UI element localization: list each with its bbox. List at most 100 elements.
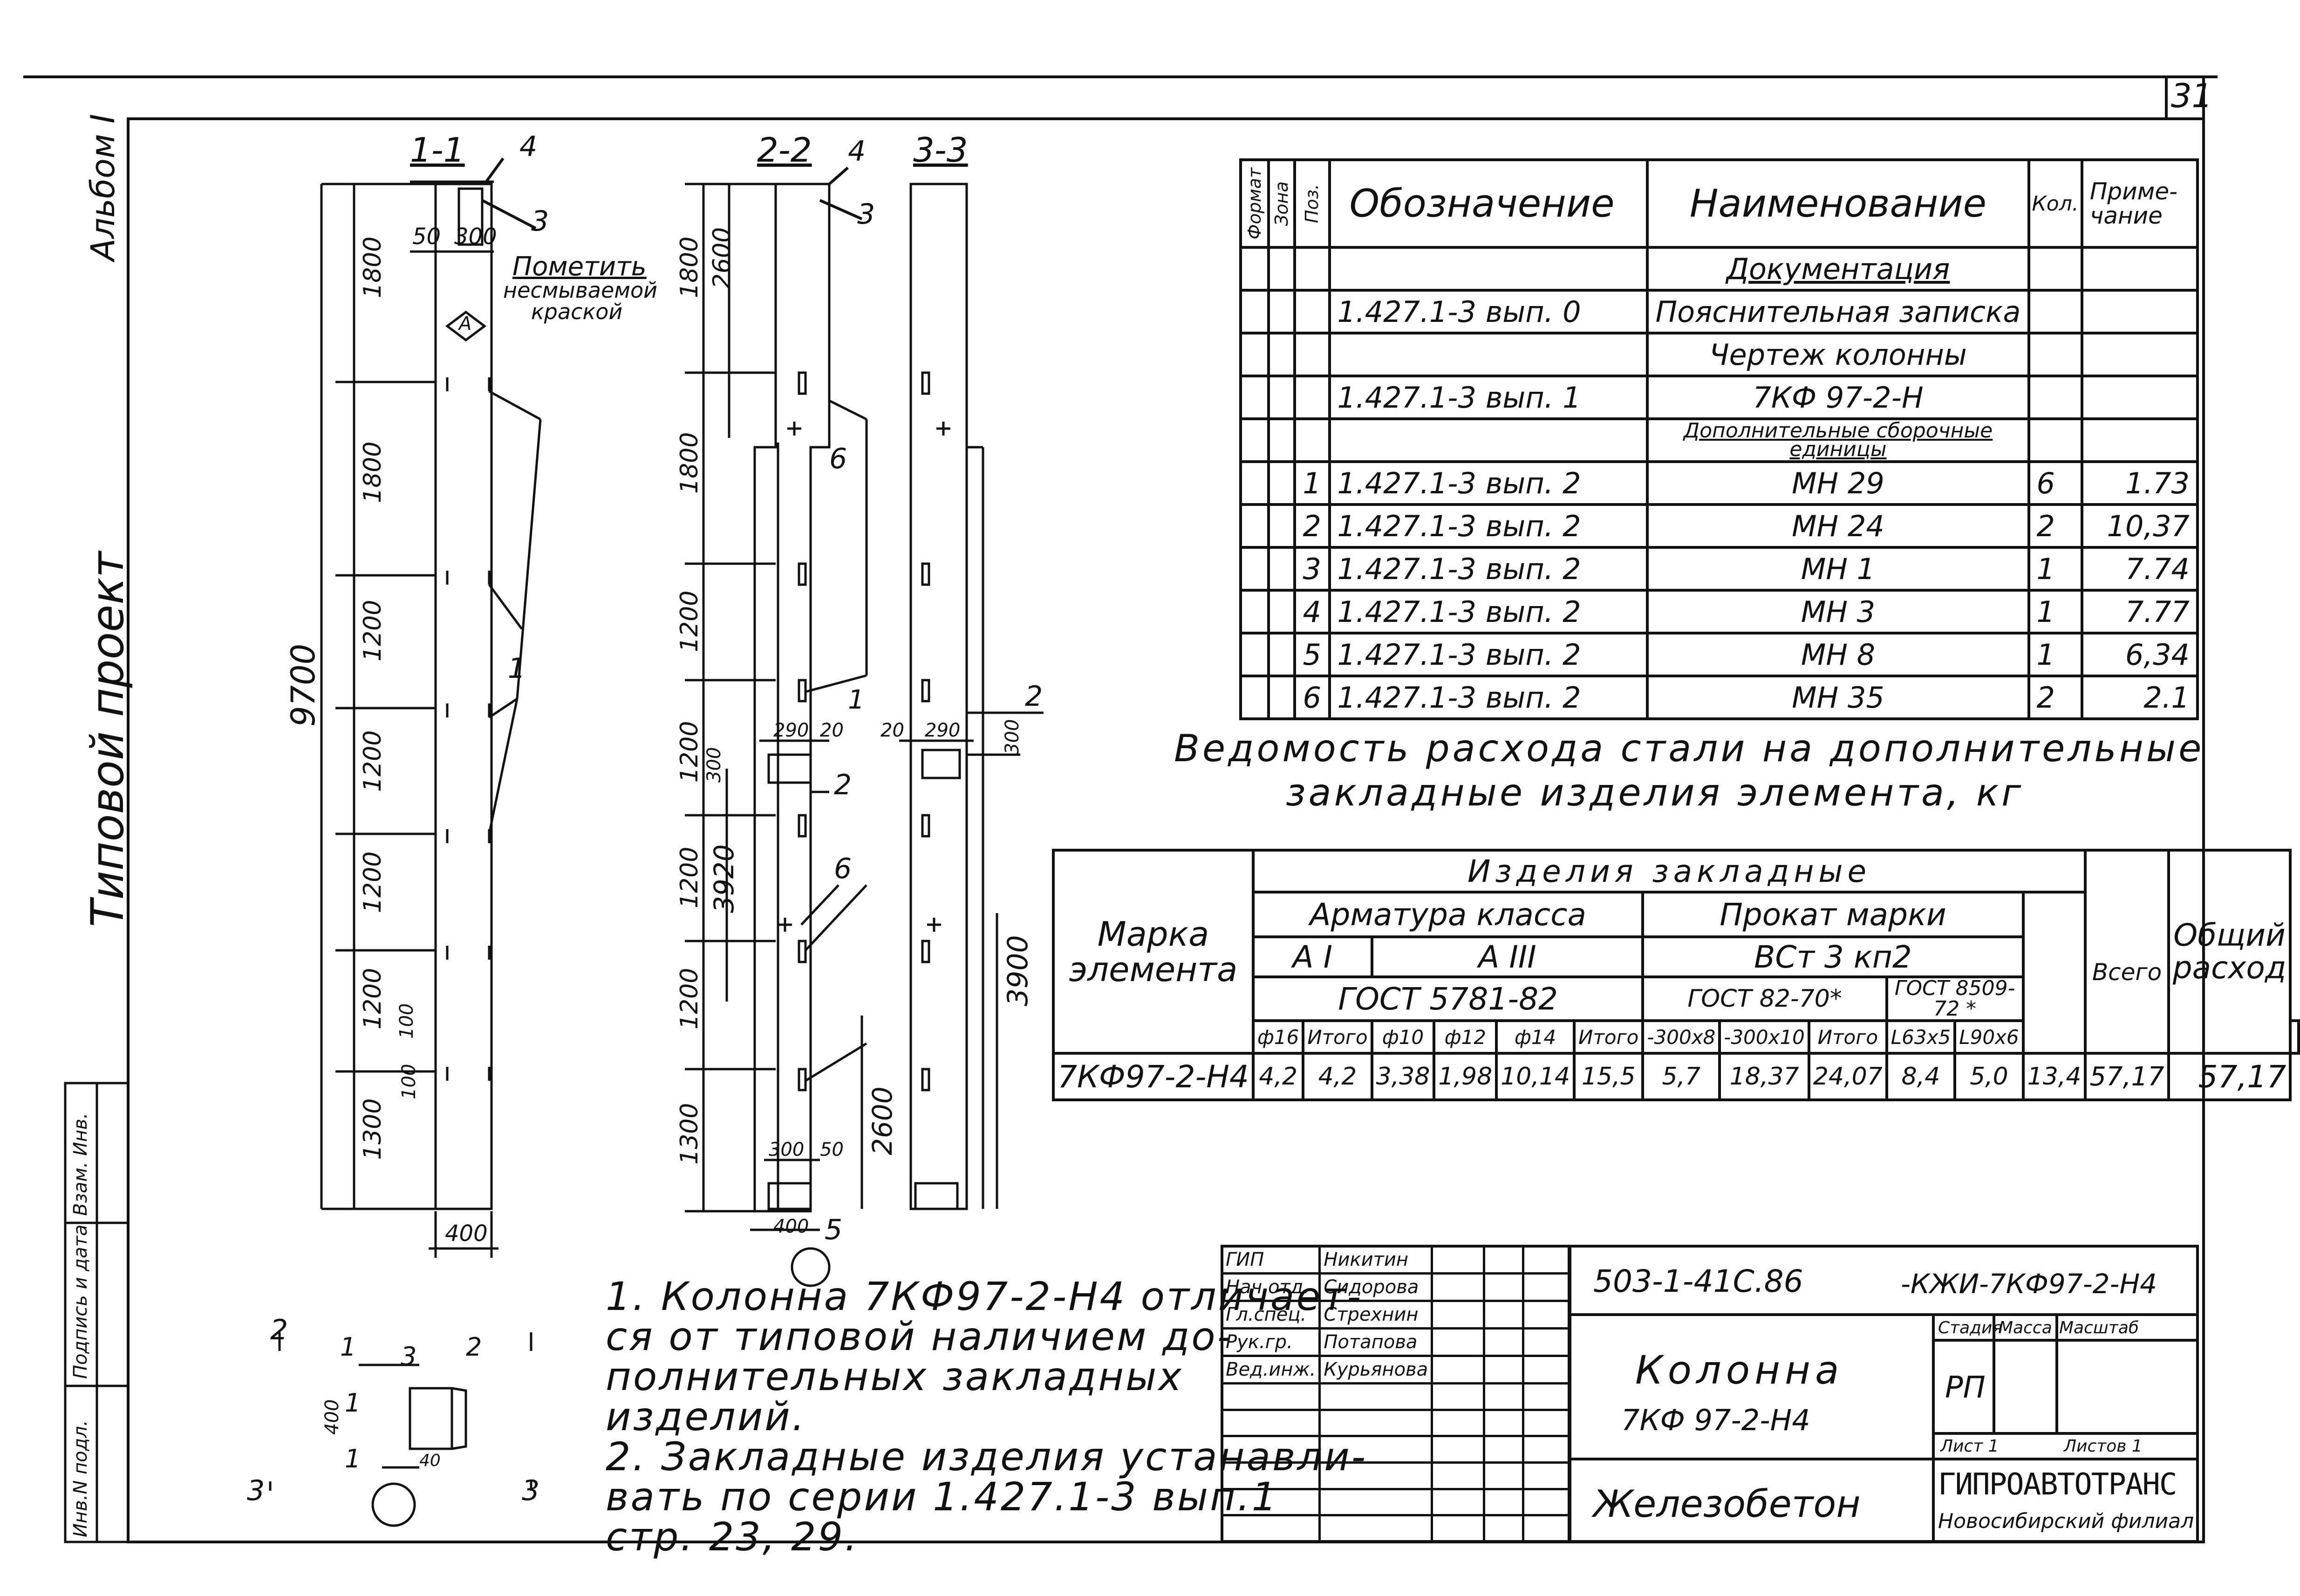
tb-role <box>1220 1408 1321 1438</box>
tb-person: Стрехнин <box>1318 1299 1433 1330</box>
tb-sign-cell <box>1431 1272 1486 1302</box>
spec-cell-pos <box>1293 417 1331 463</box>
spec-row: Чертеж колонны <box>1239 332 2199 377</box>
spec-cell-name: МН 29 <box>1646 460 2030 506</box>
spec-cell-name: МН 8 <box>1646 632 2030 677</box>
spec-cell-designation <box>1328 417 1649 463</box>
dim-small-100b: 100 <box>398 1064 420 1099</box>
spec-cell-note <box>2080 417 2199 463</box>
sec22-dim-2: 2600 <box>708 227 736 289</box>
steel-row-value: 1,98 <box>1433 1052 1498 1101</box>
pos-marker-3: 3 <box>531 205 549 238</box>
steel-row-value: 18,37 <box>1718 1052 1810 1101</box>
spec-cell-name: МН 24 <box>1646 503 2030 549</box>
spec-cell-format <box>1239 375 1270 420</box>
tb-sign-cell <box>1483 1514 1525 1543</box>
tb-person <box>1318 1435 1433 1464</box>
spec-cell-note: 1.73 <box>2080 460 2199 506</box>
tb-sign-cell <box>1483 1487 1525 1517</box>
note-1-line-d: изделий. <box>606 1394 806 1439</box>
tb-sign-cell <box>1483 1327 1525 1357</box>
tb-element-title: Колонна <box>1635 1347 1844 1393</box>
tb-sign-cell <box>1522 1354 1570 1385</box>
sec22-dim-290: 290 <box>773 720 809 741</box>
steel-subcol: -300х10 <box>1718 1019 1810 1055</box>
spec-cell-designation: 1.427.1-3 вып. 2 <box>1328 632 1649 677</box>
note-2-line-b: вать по серии 1.427.1-3 вып.1 <box>606 1474 1279 1520</box>
spec-cell-zone <box>1267 460 1297 506</box>
tb-sign-cell <box>1483 1272 1525 1302</box>
spec-cell-designation: 1.427.1-3 вып. 0 <box>1328 289 1649 334</box>
column-1-1 <box>434 183 493 1210</box>
steel-subcol: L63х5 <box>1885 1019 1957 1055</box>
tb-person <box>1318 1514 1433 1543</box>
note-paint-2: несмываемой <box>503 278 658 303</box>
dim-total-9700: 9700 <box>284 643 322 727</box>
detail-label-400: 400 <box>321 1399 343 1435</box>
spec-cell-pos: 6 <box>1293 675 1331 720</box>
steel-row-mark: 7КФ97-2-Н4 <box>1052 1052 1255 1101</box>
tb-role: Вед.инж. <box>1220 1354 1321 1385</box>
tb-scale-label: Масштаб <box>2059 1318 2139 1337</box>
sec22-dim-4: 1200 <box>676 590 703 652</box>
spec-cell-designation: 1.427.1-3 вып. 1 <box>1328 375 1649 420</box>
steel-h-aiii: А III <box>1370 935 1645 978</box>
spec-cell-qty: 6 <box>2027 460 2083 506</box>
spec-cell-qty <box>2027 289 2083 334</box>
sec22-dim-20: 20 <box>820 720 844 741</box>
spec-cell-note <box>2080 332 2199 377</box>
sec22-dim-7: 1200 <box>676 968 703 1030</box>
spec-cell-zone <box>1267 546 1297 592</box>
steel-subcol: L90х6 <box>1953 1019 2025 1055</box>
tb-org-branch: Новосибирский филиал <box>1938 1509 2194 1533</box>
steel-row-value: 4,2 <box>1251 1052 1305 1101</box>
detail-label-3b: 3 <box>247 1474 265 1507</box>
spec-cell-note: 10,37 <box>2080 503 2199 549</box>
note-1-line-b: ся от типовой наличием до- <box>606 1314 1233 1359</box>
tb-mass-label: Масса <box>1999 1318 2052 1337</box>
tb-sign-cell <box>1483 1461 1525 1490</box>
tb-sign-row: Рук.гр.Потапова <box>1220 1327 1570 1357</box>
detail-label-1c: 1 <box>345 1444 361 1473</box>
tb-sign-cell <box>1483 1299 1525 1330</box>
spec-cell-designation: 1.427.1-3 вып. 2 <box>1328 460 1649 506</box>
spec-cell-pos: 2 <box>1293 503 1331 549</box>
spec-cell-note: 6,34 <box>2080 632 2199 677</box>
spec-cell-pos <box>1293 332 1331 377</box>
spec-cell-format <box>1239 246 1270 292</box>
steel-subcol: -300х8 <box>1641 1019 1721 1055</box>
spec-cell-zone <box>1267 503 1297 549</box>
dim-top-50: 50 <box>412 224 441 250</box>
spec-cell-designation: 1.427.1-3 вып. 2 <box>1328 589 1649 634</box>
tb-element-mark: 7КФ 97-2-Н4 <box>1621 1403 1810 1437</box>
steel-row-value: 13,4 <box>2021 1052 2087 1101</box>
spec-h-note: Приме-чание <box>2080 158 2199 249</box>
spec-cell-qty: 1 <box>2027 546 2083 592</box>
section-label-1-1: 1-1 <box>410 130 465 170</box>
spec-cell-note: 7.74 <box>2080 546 2199 592</box>
spec-cell-designation: 1.427.1-3 вып. 2 <box>1328 503 1649 549</box>
tb-person: Потапова <box>1318 1327 1433 1357</box>
tb-org: ГИПРОАВТОТРАНС <box>1938 1467 2177 1502</box>
tb-sign-cell <box>1431 1299 1486 1330</box>
pos-marker-4b: 4 <box>848 135 866 168</box>
tb-sign-cell <box>1522 1408 1570 1438</box>
steel-h-total: Всего <box>2084 892 2170 1055</box>
spec-cell-name: МН 3 <box>1646 589 2030 634</box>
steel-caption-2: закладные изделия элемента, кг <box>1286 771 2024 814</box>
tb-sign-cell <box>1483 1245 1525 1275</box>
steel-h-items: Изделия закладные <box>1251 849 2087 893</box>
dim-chain-5: 1200 <box>359 851 387 913</box>
tb-sign-cell <box>1483 1382 1525 1411</box>
tb-sign-row <box>1220 1435 1570 1464</box>
spec-cell-zone <box>1267 675 1297 720</box>
section-label-2-2: 2-2 <box>757 130 812 170</box>
steel-row-value: 24,07 <box>1807 1052 1888 1101</box>
steel-row-total: 57,17 <box>2084 1052 2170 1101</box>
spec-cell-qty <box>2027 375 2083 420</box>
spec-cell-format <box>1239 417 1270 463</box>
spec-cell-note: 7.77 <box>2080 589 2199 634</box>
